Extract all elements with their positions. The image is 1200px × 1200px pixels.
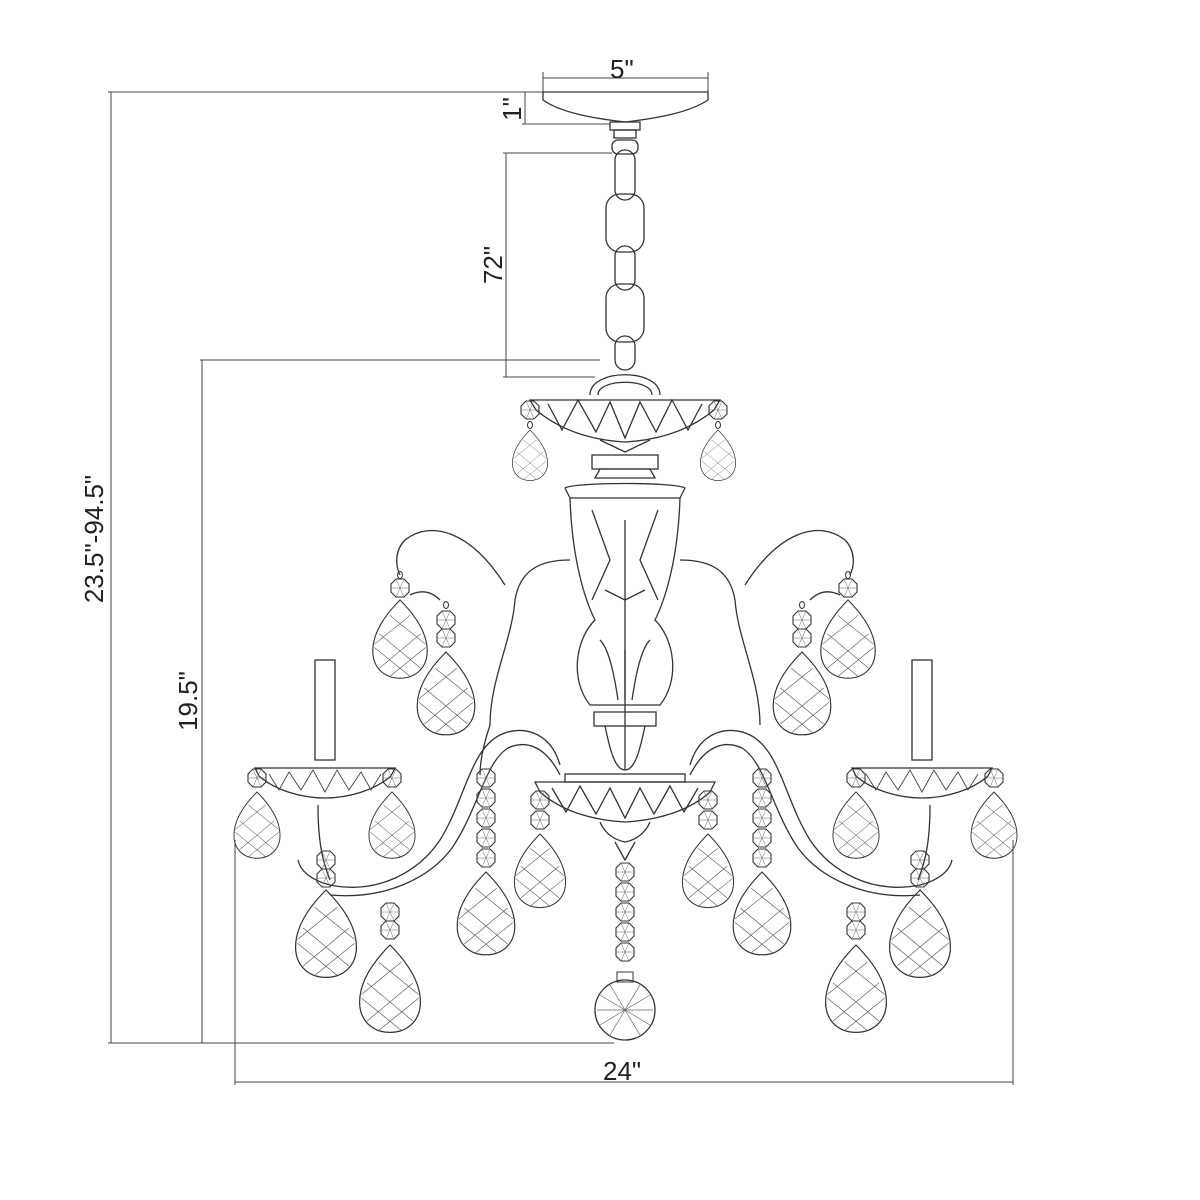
dim-overall-height: 23.5"-94.5" [79,474,110,604]
crystals [233,400,1018,1041]
dim-overall-width: 24" [603,1056,642,1086]
chandelier [297,91,953,897]
dim-chain-length: 72" [478,245,509,285]
dimension-lines [108,72,1014,1085]
dim-canopy-height: 1" [496,97,527,121]
dim-canopy-width: 5" [610,54,634,84]
left-bobeche [254,767,396,799]
right-bobeche [851,767,993,799]
crystal-ball [594,971,656,1041]
dim-body-height: 19.5" [172,671,203,731]
